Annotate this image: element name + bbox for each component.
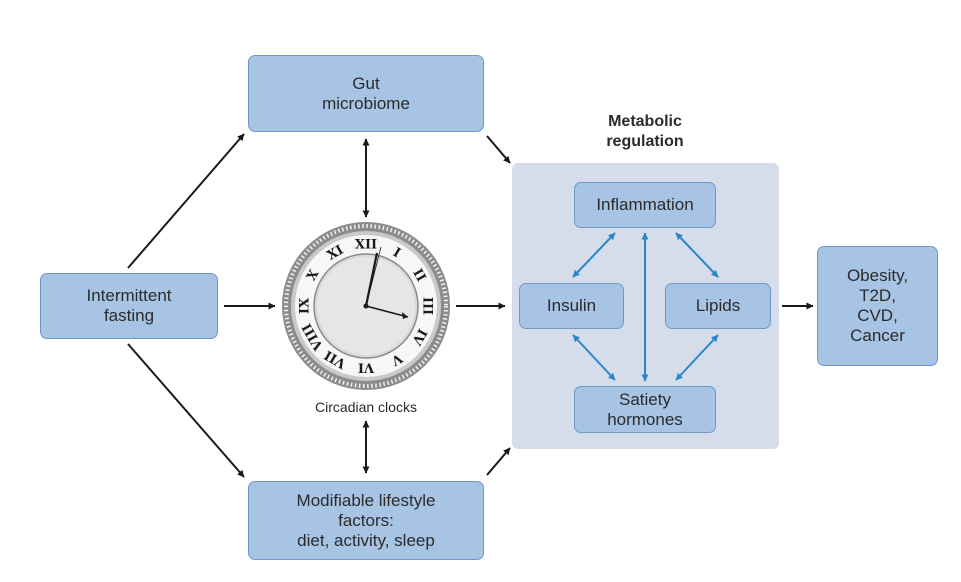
insulin-box: Insulin [519,283,624,329]
intermittent-fasting-box: Intermittent fasting [40,273,218,339]
circadian-clocks-caption: Circadian clocks [315,399,417,415]
arrow-lifestyle-to-metabolic [486,447,511,476]
arrow-fasting-to-gut [127,133,245,269]
clock-minute-hand [365,305,409,318]
clock-numeral: IX [298,297,313,314]
outcomes-box: Obesity, T2D, CVD, Cancer [817,246,938,366]
satiety-hormones-box: Satiety hormones [574,386,716,433]
arrow-gut-to-metabolic [486,135,511,164]
metabolic-regulation-title: Metabolic regulation [606,113,684,150]
inflammation-box: Inflammation [574,182,716,228]
clock-second-hand [365,246,382,307]
clock-numeral: XI [325,243,347,264]
lipids-box: Lipids [665,283,771,329]
gut-microbiome-box: Gut microbiome [248,55,484,132]
clock-numeral: IV [408,326,430,348]
arrow-inflammation-insulin [572,232,616,278]
lifestyle-factors-box: Modifiable lifestyle factors: diet, acti… [248,481,484,560]
arrow-insulin-satiety [572,334,616,381]
clock-numeral: VI [358,360,375,375]
arrow-inflammation-lipids [675,232,719,278]
arrow-lipids-satiety [675,334,719,381]
clock-numeral: III [420,297,435,315]
clock-numeral: XII [355,238,377,253]
arrow-fasting-to-lifestyle [127,343,245,478]
